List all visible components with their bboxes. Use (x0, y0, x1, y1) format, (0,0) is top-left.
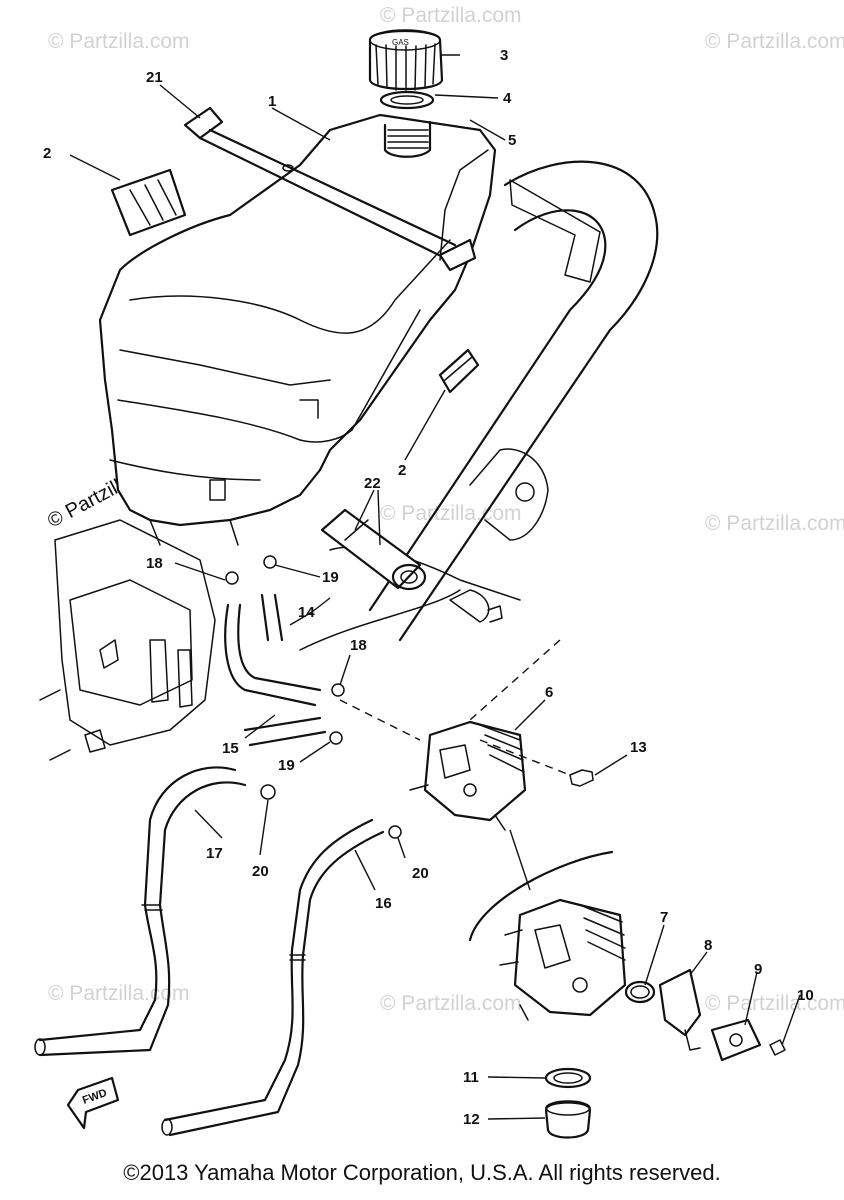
callout-18: 18 (350, 637, 367, 654)
callout-19: 19 (322, 569, 339, 586)
callout-8: 8 (704, 937, 712, 954)
watermark: © Partzilla.com (380, 992, 522, 1015)
callout-17: 17 (206, 845, 223, 862)
fuel-line-16 (161, 818, 385, 1137)
callout-21: 21 (146, 69, 163, 86)
callout-19: 19 (278, 757, 295, 774)
callout-2: 2 (398, 462, 406, 479)
leader-lines (69, 54, 801, 1120)
oring-and-cap (544, 1067, 592, 1139)
callout-13: 13 (630, 739, 647, 756)
watermark: © Partzilla.com (380, 502, 522, 525)
callout-10: 10 (797, 987, 814, 1004)
svg-text:GAS: GAS (392, 38, 409, 47)
callout-12: 12 (463, 1111, 480, 1128)
fuel-pump-exploded (468, 850, 786, 1062)
callout-5: 5 (508, 132, 516, 149)
battery-box (39, 519, 216, 761)
callout-3: 3 (500, 47, 508, 64)
callout-1: 1 (268, 93, 276, 110)
hose-clamps (225, 555, 402, 839)
fuel-line-17 (34, 766, 247, 1057)
pump-bolt (479, 739, 594, 787)
side-emblem (438, 348, 480, 394)
callout-6: 6 (545, 684, 553, 701)
forward-arrow: FWD (66, 1076, 120, 1130)
frame-tube (299, 160, 659, 651)
fuel-pump-installed (339, 639, 561, 831)
watermark: © Partzilla.com (380, 4, 522, 27)
watermark: © Partzilla.com (48, 30, 190, 53)
copyright-notice: ©2013 Yamaha Motor Corporation, U.S.A. A… (123, 1160, 721, 1185)
callout-16: 16 (375, 895, 392, 912)
callout-18: 18 (146, 555, 163, 572)
callout-15: 15 (222, 740, 239, 757)
callouts: 1 2 2 3 4 5 6 7 8 9 10 11 12 13 14 15 16… (43, 47, 814, 1128)
vent-hoses (224, 593, 327, 747)
callout-14: 14 (298, 604, 315, 621)
callout-9: 9 (754, 961, 762, 978)
callout-22: 22 (364, 475, 381, 492)
watermark: © Partzilla.com (705, 512, 844, 535)
callout-4: 4 (503, 90, 512, 107)
callout-20: 20 (252, 863, 269, 880)
watermark: © Partzilla.com (705, 30, 844, 53)
tank-emblem (110, 168, 187, 237)
tank-fitting (320, 508, 427, 591)
fuel-cap: GAS (368, 29, 444, 91)
cap-gasket (379, 90, 435, 110)
watermark: © Partzilla.com (705, 992, 844, 1015)
tank-strap (183, 106, 477, 272)
callout-11: 11 (463, 1069, 479, 1086)
callout-20: 20 (412, 865, 429, 882)
callout-7: 7 (660, 909, 668, 926)
callout-2: 2 (43, 145, 51, 162)
